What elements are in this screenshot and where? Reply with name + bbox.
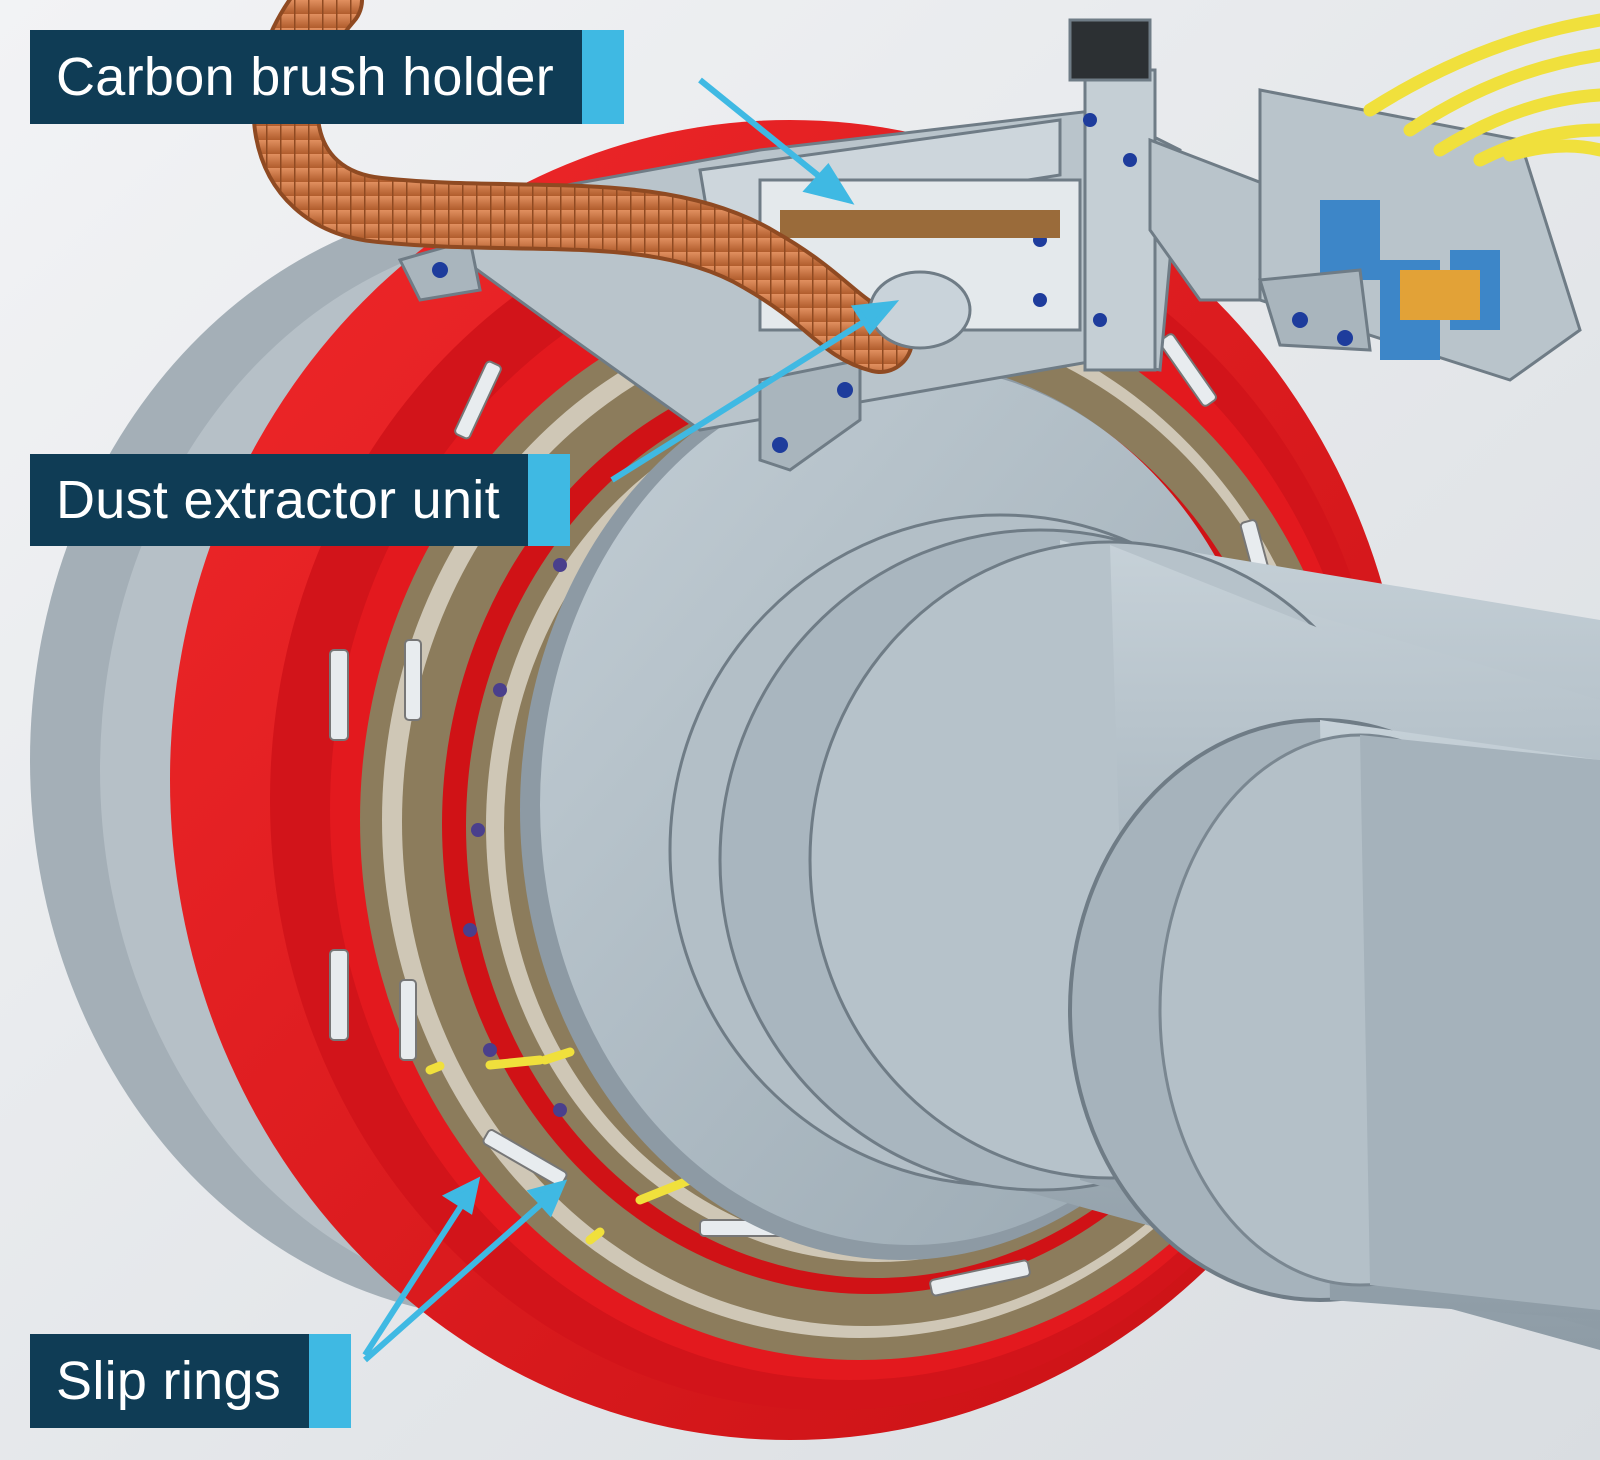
label-text: Dust extractor unit	[30, 454, 528, 546]
label-text: Slip rings	[30, 1334, 310, 1428]
yellow-cables	[1363, 13, 1600, 167]
label-accent-tab	[582, 30, 625, 124]
label-accent-tab	[527, 454, 570, 546]
label-carbon-brush-holder: Carbon brush holder	[30, 30, 625, 124]
label-text: Carbon brush holder	[30, 30, 583, 124]
label-dust-extractor-unit: Dust extractor unit	[30, 454, 570, 546]
shaft	[668, 513, 1600, 1350]
frame-bolts	[432, 113, 1137, 453]
label-slip-rings: Slip rings	[30, 1334, 352, 1428]
leader-lines	[362, 77, 900, 1363]
terminal-block	[1258, 88, 1582, 382]
label-accent-tab	[309, 1334, 352, 1428]
carbon-brushes	[780, 210, 1060, 238]
